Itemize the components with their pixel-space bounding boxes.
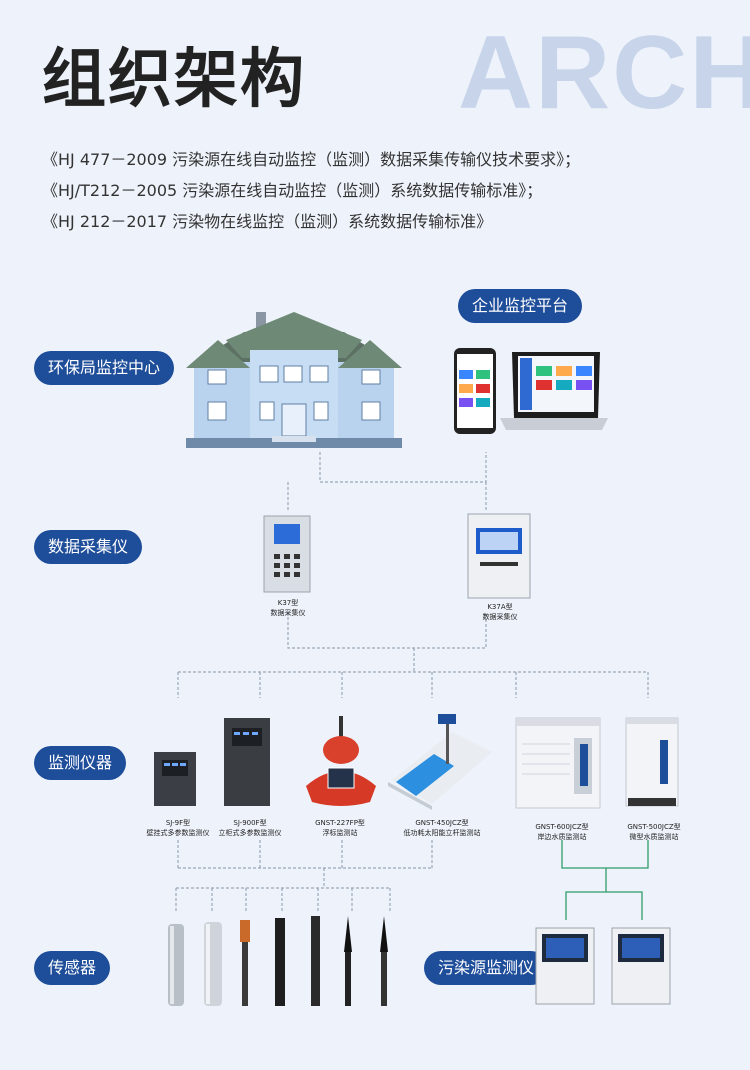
pollution-monitor-1-icon xyxy=(535,927,595,1005)
page-title: 组织架构 xyxy=(42,43,306,117)
label-monitor: 监测仪器 xyxy=(34,746,127,780)
house-icon xyxy=(186,312,402,448)
phone-laptop-icon xyxy=(454,348,608,434)
standard-2: 《HJ/T212－2005 污染源在线自动监控（监测）系统数据传输标准》； xyxy=(42,181,543,200)
standard-1: 《HJ 477－2009 污染源在线自动监控（监测）数据采集传输仪技术要求》； xyxy=(42,150,581,169)
label-collector: 数据采集仪 xyxy=(34,530,143,564)
pollution-monitor-2-icon xyxy=(611,927,671,1005)
instrument-sj900f-icon xyxy=(224,718,270,806)
label-pollution: 污染源监测仪 xyxy=(424,951,549,985)
instrument-caption-2: SJ-900F型立柜式多参数监测仪 xyxy=(218,819,282,837)
sensor-probes-icon xyxy=(168,916,388,1006)
label-platform: 企业监控平台 xyxy=(458,289,583,323)
background-word: ARCH xyxy=(458,15,750,131)
instrument-buoy-icon xyxy=(306,716,376,806)
instrument-caption-6: GNST-500JCZ型微型水质监测站 xyxy=(627,823,681,841)
collector-caption-1: K37型数据采集仪 xyxy=(270,599,306,617)
instrument-shore-station-icon xyxy=(515,717,601,809)
instrument-solar-pole-icon xyxy=(388,714,492,810)
label-center: 环保局监控中心 xyxy=(34,351,175,385)
standard-3: 《HJ 212－2017 污染物在线监控（监测）系统数据传输标准》 xyxy=(42,212,493,231)
collector-caption-2: K37A型数据采集仪 xyxy=(482,603,518,621)
label-sensor: 传感器 xyxy=(34,951,111,985)
instrument-caption-1: SJ-9F型壁挂式多参数监测仪 xyxy=(146,819,210,837)
instrument-caption-5: GNST-600JCZ型岸边水质监测站 xyxy=(535,823,589,841)
instrument-caption-4: GNST-450JCZ型低功耗太阳能立杆监测站 xyxy=(403,819,481,837)
collector-k37-icon xyxy=(263,515,311,593)
instrument-sj9f-icon xyxy=(154,752,196,806)
instrument-caption-3: GNST-227FP型浮标监测站 xyxy=(315,819,365,837)
instrument-mini-station-icon xyxy=(625,717,679,807)
collector-k37a-icon xyxy=(467,513,531,599)
